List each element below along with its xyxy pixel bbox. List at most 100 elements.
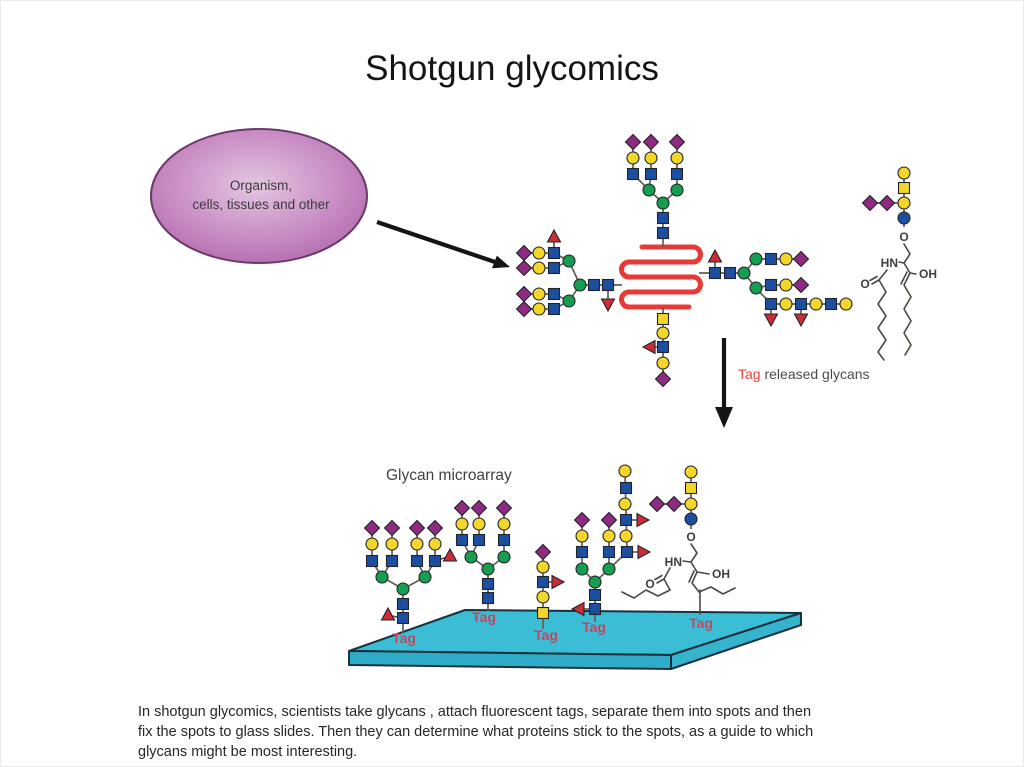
glcnac-square-icon	[764, 252, 778, 266]
galnac-square-icon	[684, 481, 698, 495]
glcnac-square-icon	[587, 278, 601, 292]
neu5ac-diamond-icon	[861, 194, 879, 212]
glcnac-square-icon	[455, 533, 469, 547]
mannose-circle-icon	[481, 562, 495, 576]
galactose-circle-icon	[684, 465, 698, 479]
galnac-square-icon	[897, 181, 911, 195]
glcnac-square-icon	[547, 287, 561, 301]
mannose-circle-icon	[670, 183, 684, 197]
glycolipid-ceramide-slide: O HN OH O	[621, 530, 736, 615]
mannose-circle-icon	[749, 281, 763, 295]
galactose-circle-icon	[684, 497, 698, 511]
mannose-circle-icon	[642, 183, 656, 197]
fucose-triangle-icon	[763, 313, 779, 328]
mannose-circle-icon	[418, 570, 432, 584]
glucose-circle-icon	[897, 211, 911, 225]
fucose-triangle-icon	[380, 606, 396, 621]
organism-ellipse: Organism, cells, tissues and other	[150, 128, 368, 264]
neu5ac-diamond-icon	[654, 370, 672, 388]
galactose-circle-icon	[428, 537, 442, 551]
galactose-circle-icon	[779, 278, 793, 292]
glcnac-square-icon	[670, 167, 684, 181]
neu5ac-diamond-icon	[878, 194, 896, 212]
sphingosine-chain	[900, 271, 912, 356]
slide-tag-label: Tag	[534, 627, 558, 643]
mannose-circle-icon	[749, 252, 763, 266]
glcnac-square-icon	[547, 261, 561, 275]
galactose-circle-icon	[602, 529, 616, 543]
galactose-circle-icon	[532, 261, 546, 275]
galnac-square-icon	[536, 606, 550, 620]
fucose-triangle-icon	[637, 544, 652, 560]
galactose-circle-icon	[656, 356, 670, 370]
fucose-triangle-icon	[442, 547, 458, 562]
galactose-circle-icon	[536, 560, 550, 574]
slide-front-face	[348, 650, 672, 670]
mannose-circle-icon	[396, 582, 410, 596]
ether-o-label: O	[899, 230, 908, 244]
glcnac-square-icon	[764, 278, 778, 292]
galactose-circle-icon	[779, 297, 793, 311]
neu5ac-diamond-icon	[408, 519, 426, 537]
galactose-circle-icon	[809, 297, 823, 311]
oh-label: OH	[712, 567, 730, 581]
slide-right-face	[670, 612, 802, 670]
glcnac-square-icon	[481, 591, 495, 605]
carbonyl-double-bond	[869, 275, 880, 285]
galactose-circle-icon	[656, 326, 670, 340]
caption: In shotgun glycomics, scientists take gl…	[138, 704, 813, 760]
glcnac-square-icon	[656, 226, 670, 240]
glycolipid-ceramide-top: O HN OH O	[860, 230, 937, 361]
membrane-protein-coil-icon	[619, 244, 703, 310]
galactose-circle-icon	[897, 196, 911, 210]
neu5ac-diamond-icon	[668, 133, 686, 151]
slide-tag-label: Tag	[582, 619, 606, 635]
hn-bond	[682, 560, 692, 563]
glcnac-square-icon	[497, 533, 511, 547]
glcnac-square-icon	[396, 597, 410, 611]
glcnac-square-icon	[410, 554, 424, 568]
glcnac-square-icon	[824, 297, 838, 311]
glcnac-square-icon	[428, 554, 442, 568]
galactose-circle-icon	[839, 297, 853, 311]
galactose-circle-icon	[532, 246, 546, 260]
fucose-triangle-icon	[546, 228, 562, 243]
ceramide-backbone	[690, 543, 698, 573]
glcnac-square-icon	[547, 302, 561, 316]
glcnac-square-icon	[708, 266, 722, 280]
glcnac-square-icon	[385, 554, 399, 568]
glcnac-square-icon	[575, 545, 589, 559]
tag-released-rest: released glycans	[761, 366, 870, 382]
galactose-circle-icon	[619, 529, 633, 543]
galactose-circle-icon	[365, 537, 379, 551]
galactose-circle-icon	[532, 287, 546, 301]
galactose-circle-icon	[497, 517, 511, 531]
fucose-triangle-icon	[793, 313, 809, 328]
fucose-triangle-icon	[600, 298, 616, 313]
neu5ac-diamond-icon	[642, 133, 660, 151]
sphingosine-chain	[688, 570, 736, 595]
galactose-circle-icon	[385, 537, 399, 551]
glcnac-square-icon	[656, 211, 670, 225]
neu5ac-diamond-icon	[495, 499, 513, 517]
neu5ac-diamond-icon	[426, 519, 444, 537]
galactose-circle-icon	[532, 302, 546, 316]
oh-bond	[909, 272, 917, 275]
glcnac-square-icon	[481, 577, 495, 591]
microarray-slide	[348, 609, 802, 670]
mannose-circle-icon	[497, 550, 511, 564]
glucose-circle-icon	[684, 512, 698, 526]
mannose-circle-icon	[573, 278, 587, 292]
glcnac-square-icon	[601, 278, 615, 292]
carbonyl-double-bond	[654, 574, 665, 584]
page-title: Shotgun glycomics	[365, 49, 659, 88]
oh-bond	[696, 571, 710, 575]
glcnac-square-icon	[588, 602, 602, 616]
oh-label: OH	[919, 267, 937, 281]
neu5ac-diamond-icon	[792, 276, 810, 294]
galactose-circle-icon	[779, 252, 793, 266]
organism-label-line2: cells, tissues and other	[192, 197, 330, 212]
galactose-circle-icon	[644, 151, 658, 165]
